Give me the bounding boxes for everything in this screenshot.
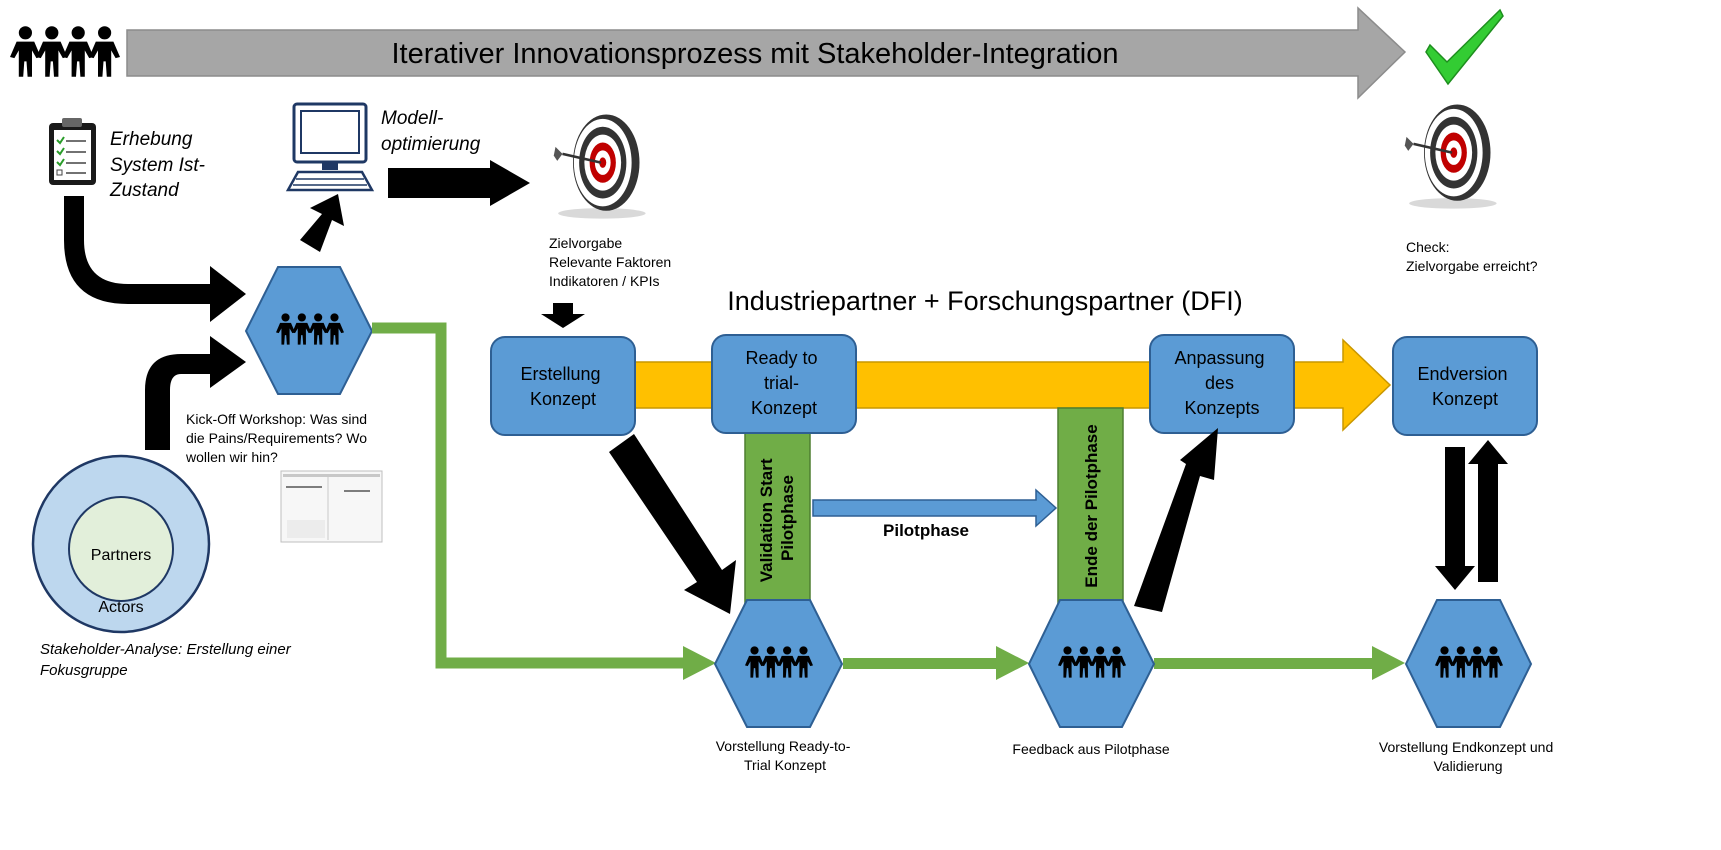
check-label: Check: Zielvorgabe erreicht? (1406, 239, 1538, 274)
validation-label: Validation Start Pilotphase (757, 454, 797, 582)
clipboard-icon (49, 118, 96, 185)
box-endversion: Endversion Konzept (1392, 336, 1538, 436)
pilotphase-arrow (812, 488, 1058, 528)
arrow-computer-to-target (388, 160, 530, 206)
svg-text:Anpassung des Konz: Anpassung des Konzepts (1174, 348, 1269, 418)
arrow-workshop-to-hex (145, 336, 246, 450)
green-connector-2 (843, 658, 998, 669)
ende-label: Ende der Pilotphase (1082, 424, 1101, 587)
green-arrowhead-1 (683, 646, 716, 680)
target-icon (1403, 103, 1499, 211)
target-icon (552, 113, 647, 220)
arrow-clipboard-to-hex (64, 196, 246, 322)
banner-arrow (126, 6, 1407, 100)
svg-text:Erstellung Konzept: Erstellung Konzept (520, 364, 605, 409)
stakeholder-label: Stakeholder-Analyse: Erstellung einer Fo… (40, 641, 295, 679)
header-people-icon (10, 26, 120, 77)
pilotphase-label: Pilotphase (883, 521, 969, 540)
box-ready-to-trial: Ready to trial- Konzept (711, 334, 857, 434)
target-notes: Zielvorgabe Relevante Faktoren Indikator… (549, 235, 675, 289)
arrow-endversion-up (1468, 440, 1508, 582)
modell-label: Modell- optimierung (381, 108, 481, 155)
erhebung-label: Erhebung System Ist- Zustand (109, 129, 210, 201)
kickoff-label: Kick-Off Workshop: Was sind die Pains/Re… (185, 411, 371, 465)
check-icon (1425, 8, 1504, 86)
partners-label: Partners (91, 547, 151, 564)
box-anpassung: Anpassung des Konzepts (1149, 334, 1295, 434)
green-path-start (372, 322, 685, 669)
label-feedback: Feedback aus Pilotphase (1012, 741, 1169, 757)
arrow-feedback-to-anpassung (1134, 428, 1218, 612)
arrow-hex-to-computer (300, 194, 344, 252)
ende-bar (1057, 407, 1124, 605)
arrow-erstellung-to-ready-hex (609, 434, 736, 614)
validation-bar (744, 431, 811, 605)
label-ready-presentation: Vorstellung Ready-to- Trial Konzept (716, 738, 855, 773)
svg-text:Ready to trial- Ko: Ready to trial- Konzept (745, 348, 822, 418)
svg-text:Endversion Konzept: Endversion Konzept (1417, 364, 1512, 409)
partners-circle (68, 496, 174, 602)
section-title: Industriepartner + Forschungspartner (DF… (727, 286, 1242, 316)
label-end-presentation: Vorstellung Endkonzept und Validierung (1379, 739, 1557, 774)
banner-title: Iterativer Innovationsprozess mit Stakeh… (392, 38, 1119, 70)
box-erstellung: Erstellung Konzept (490, 336, 636, 436)
arrow-down-to-erstellung (541, 303, 585, 328)
arrow-endversion-down (1435, 447, 1475, 590)
green-arrowhead-3 (1372, 646, 1405, 680)
actors-label: Actors (98, 599, 143, 616)
green-arrowhead-2 (996, 646, 1029, 680)
computer-icon (285, 102, 375, 192)
green-connector-3 (1154, 658, 1374, 669)
workshop-thumbnail (280, 470, 383, 543)
